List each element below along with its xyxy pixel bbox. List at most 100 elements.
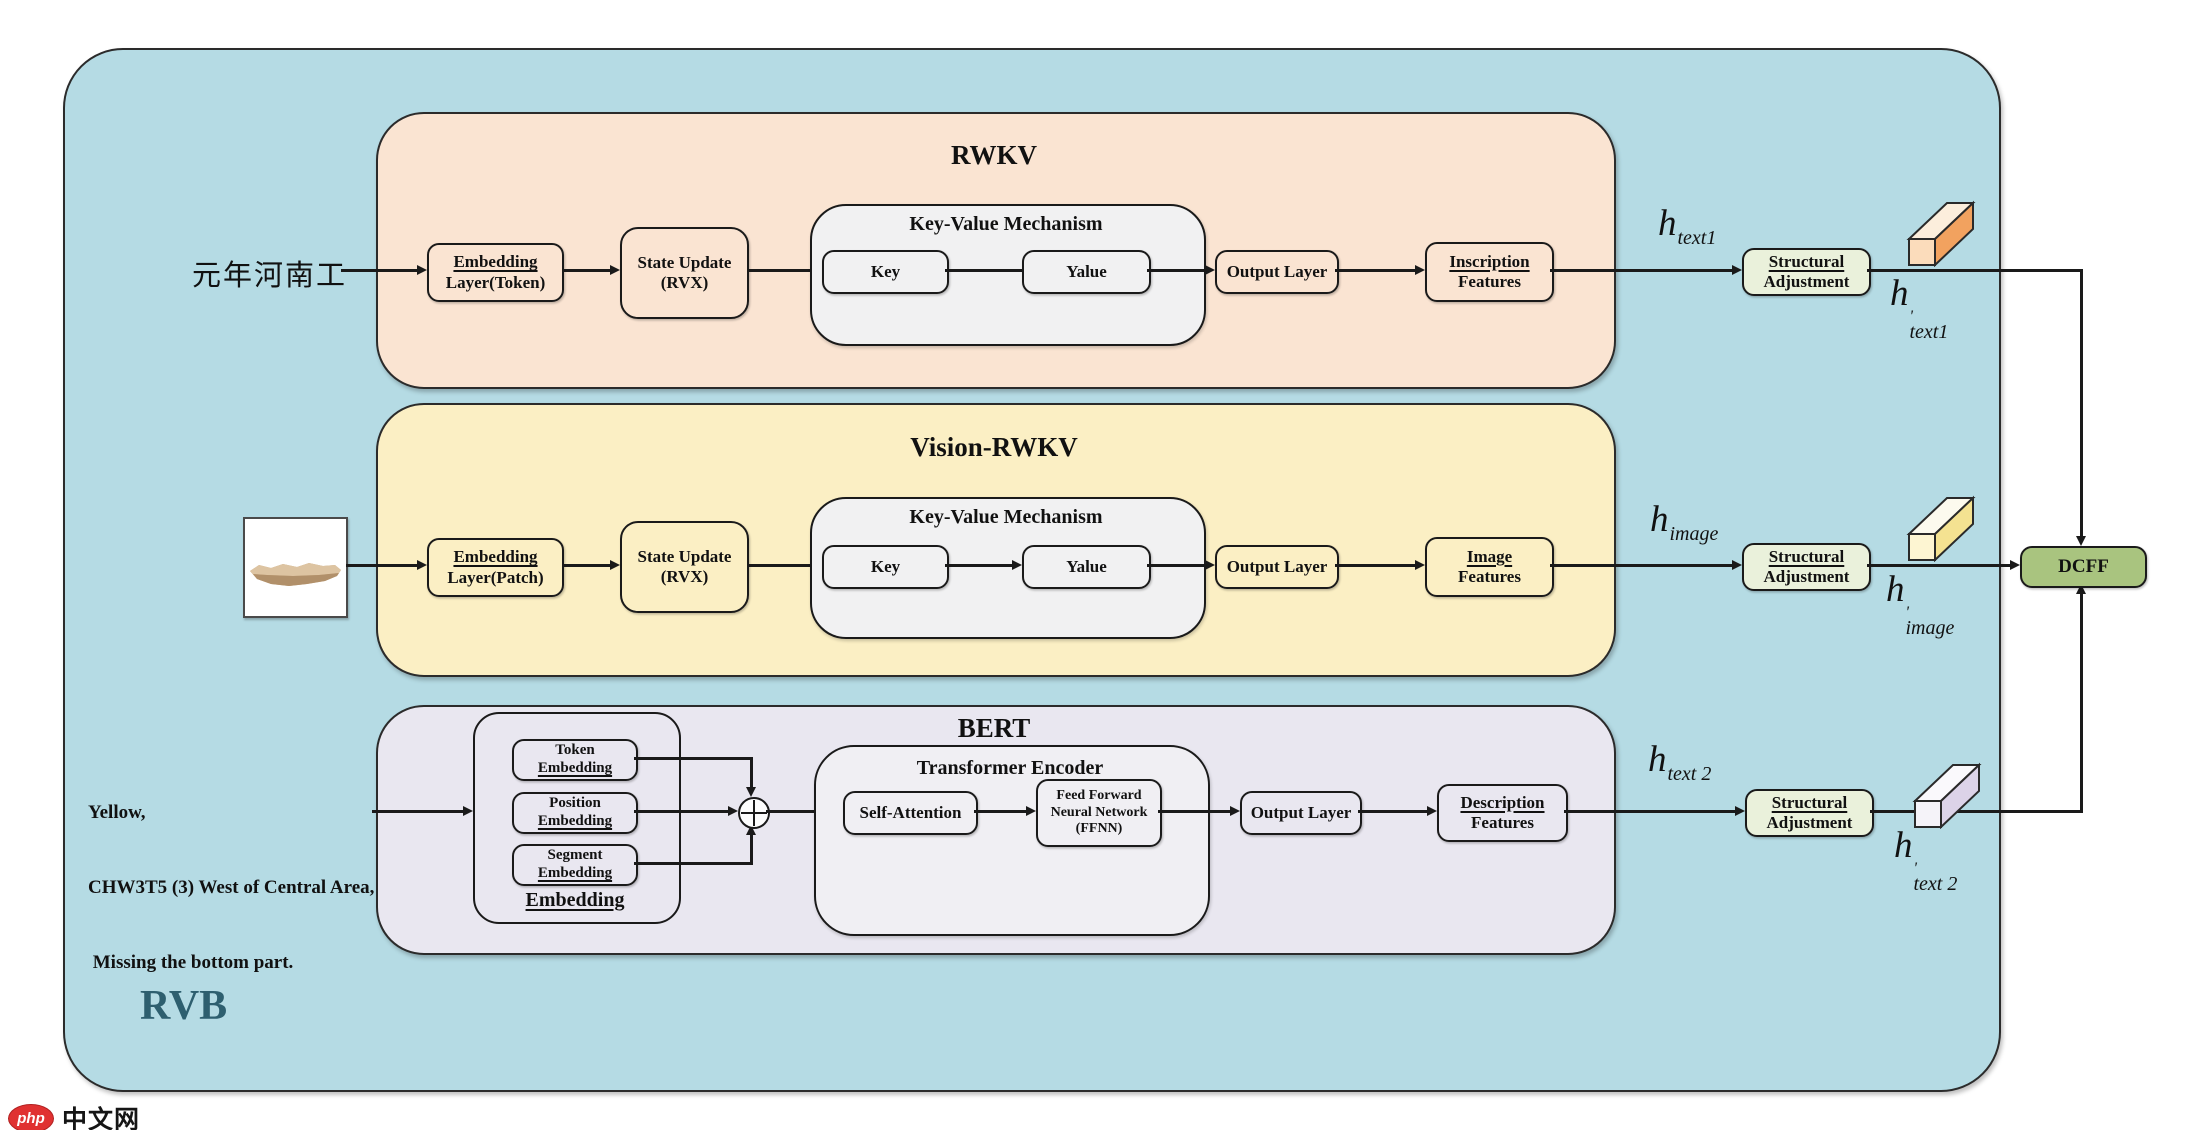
box-label: Self-Attention bbox=[859, 802, 962, 822]
output-layer-box-bert: Output Layer bbox=[1240, 791, 1362, 835]
box-label-line1: Embedding bbox=[453, 547, 538, 567]
box-label-line1: Feed Forward bbox=[1056, 788, 1142, 804]
arrowhead bbox=[463, 806, 473, 816]
connector-line bbox=[1867, 564, 2010, 567]
php-logo-icon: php bbox=[8, 1103, 54, 1130]
image-features-box: Image Features bbox=[1425, 537, 1554, 597]
box-label-line2: (RVX) bbox=[660, 273, 709, 292]
arrowhead bbox=[1205, 560, 1215, 570]
box-label-line1: Image bbox=[1466, 546, 1513, 566]
box-label-line1: Description bbox=[1460, 792, 1545, 812]
connector-line bbox=[1550, 564, 1732, 567]
connector-line bbox=[1867, 269, 2083, 272]
arrowhead bbox=[746, 825, 756, 835]
key-value-mechanism-panel-vision bbox=[810, 497, 1206, 639]
connector-line bbox=[1158, 810, 1230, 813]
arrowhead bbox=[1026, 806, 1036, 816]
h-var: h bbox=[1890, 273, 1909, 314]
arrowhead bbox=[746, 787, 756, 797]
connector-line bbox=[634, 757, 753, 760]
arrowhead bbox=[417, 560, 427, 570]
connector-line bbox=[945, 269, 1022, 272]
vision-rwkv-title: Vision-RWKV bbox=[910, 432, 1078, 462]
arrowhead bbox=[2010, 560, 2020, 570]
key-box: Key bbox=[822, 250, 949, 294]
arrowhead bbox=[1735, 806, 1745, 816]
text2-feature-cube-icon bbox=[1912, 762, 1982, 829]
box-label-line1: State Update bbox=[637, 252, 732, 272]
inscription-image-input bbox=[243, 517, 348, 618]
transformer-encoder-title: Transformer Encoder bbox=[916, 757, 1104, 779]
connector-line bbox=[1550, 269, 1732, 272]
connector-line bbox=[346, 564, 417, 567]
input-line2: CHW3T5 (3) West of Central Area, bbox=[88, 877, 375, 898]
arrowhead bbox=[1230, 806, 1240, 816]
h-prime-text1-label: h'text1 bbox=[1890, 272, 1948, 342]
box-label-line2: Adjustment bbox=[1763, 272, 1850, 291]
ffnn-box: Feed Forward Neural Network (FFNN) bbox=[1036, 779, 1162, 847]
embedding-group-label: Embedding bbox=[525, 889, 625, 911]
connector-line bbox=[750, 757, 753, 787]
add-operator-icon bbox=[738, 797, 770, 829]
structural-adjustment-box-text1: Structural Adjustment bbox=[1742, 248, 1871, 296]
position-embedding-box: Position Embedding bbox=[512, 792, 638, 834]
box-label-line3: (FFNN) bbox=[1075, 821, 1123, 837]
connector-line bbox=[1147, 269, 1205, 272]
h-prime-mark: ' bbox=[1913, 860, 1917, 877]
box-label: Yalue bbox=[1066, 261, 1107, 281]
box-label: Output Layer bbox=[1226, 556, 1328, 576]
connector-line bbox=[562, 564, 610, 567]
box-label-line1: Segment bbox=[547, 847, 603, 864]
connector-line bbox=[750, 835, 753, 864]
connector-line bbox=[634, 862, 753, 865]
h-var: h bbox=[1658, 203, 1677, 244]
state-update-box-vision: State Update (RVX) bbox=[620, 521, 749, 613]
arrowhead bbox=[1012, 560, 1022, 570]
box-label-line2: Layer(Patch) bbox=[447, 567, 544, 587]
h-var: h bbox=[1650, 499, 1669, 540]
embedding-group-panel bbox=[473, 712, 681, 924]
structural-adjustment-box-image: Structural Adjustment bbox=[1742, 543, 1871, 591]
box-label-line1: Inscription bbox=[1449, 251, 1530, 271]
connector-line bbox=[766, 810, 833, 813]
box-label: Key bbox=[870, 261, 901, 281]
key-value-mechanism-panel bbox=[810, 204, 1206, 346]
transformer-encoder-panel bbox=[814, 745, 1210, 936]
box-label-line2: Neural Network bbox=[1050, 804, 1148, 820]
connector-line bbox=[1335, 269, 1415, 272]
h-var: h bbox=[1886, 569, 1905, 610]
text1-feature-cube-icon bbox=[1906, 200, 1976, 267]
h-prime-image-label: h'image bbox=[1886, 568, 1954, 638]
h-prime-mark: ' bbox=[1909, 308, 1913, 325]
arrowhead bbox=[2076, 584, 2086, 594]
watermark: php 中文网 bbox=[8, 1100, 140, 1130]
key-box-vision: Key bbox=[822, 545, 949, 589]
connector-line bbox=[372, 810, 463, 813]
h-text2-label: htext 2 bbox=[1648, 738, 1711, 786]
arrowhead bbox=[1415, 560, 1425, 570]
connector-line bbox=[2080, 269, 2083, 536]
box-label-line2: Adjustment bbox=[1766, 813, 1853, 832]
inscription-features-box: Inscription Features bbox=[1425, 242, 1554, 302]
inscription-text-input: 元年河南工 bbox=[192, 260, 348, 292]
arrowhead bbox=[1415, 265, 1425, 275]
structural-adjustment-box-text2: Structural Adjustment bbox=[1745, 789, 1874, 837]
box-label-line1: Position bbox=[549, 795, 601, 812]
connector-line bbox=[562, 269, 610, 272]
h-prime-text2-label: h'text 2 bbox=[1894, 824, 1957, 894]
h-sub: image bbox=[1669, 523, 1719, 545]
value-box-vision: Yalue bbox=[1022, 545, 1151, 589]
value-box: Yalue bbox=[1022, 250, 1151, 294]
box-label: Output Layer bbox=[1250, 802, 1352, 822]
box-label-line1: Structural bbox=[1768, 546, 1845, 566]
connector-line bbox=[634, 810, 728, 813]
embedding-layer-token-box: Embedding Layer(Token) bbox=[427, 243, 564, 302]
box-label: Output Layer bbox=[1226, 261, 1328, 281]
box-label-line1: Embedding bbox=[453, 252, 538, 272]
box-label-line1: Structural bbox=[1768, 251, 1845, 271]
box-label-line2: Embedding bbox=[537, 760, 613, 776]
connector-line bbox=[2080, 594, 2083, 812]
arrowhead bbox=[610, 265, 620, 275]
h-sub: text1 bbox=[1909, 321, 1949, 343]
